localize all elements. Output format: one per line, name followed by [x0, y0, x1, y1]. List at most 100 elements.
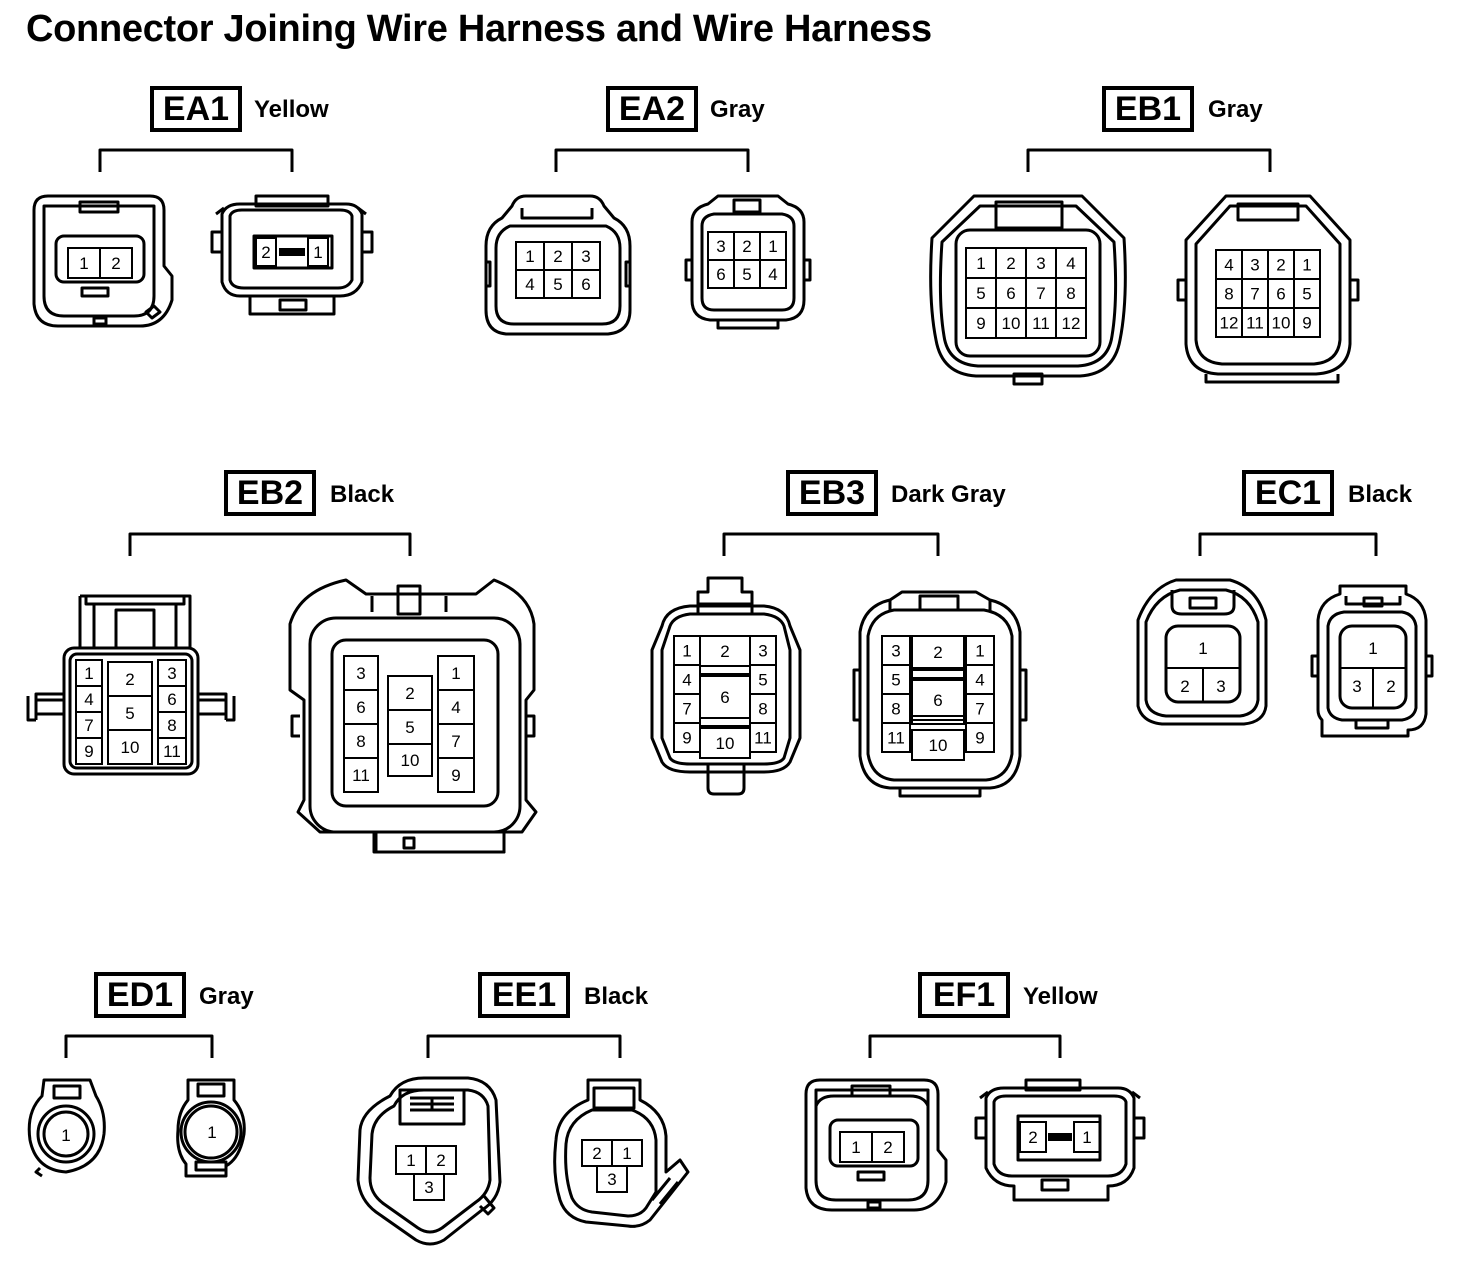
eb3-male-pin-4-label: 4 — [975, 671, 984, 690]
ea2-female-pin-6-label: 6 — [581, 275, 590, 294]
eb2-female-pin-8: 8 — [157, 711, 187, 739]
connector-code-ee1: EE1 — [478, 972, 570, 1018]
ef1-male-pin-2-label: 2 — [1028, 1128, 1037, 1147]
eb1-female-pin-6: 6 — [995, 277, 1027, 309]
eb1-male-pin-8: 8 — [1215, 278, 1243, 309]
eb2-female-pin-6: 6 — [157, 685, 187, 713]
eb1-male-pin-2: 2 — [1267, 249, 1295, 280]
connector-code-eb3: EB3 — [786, 470, 878, 516]
eb2-male-pin-6: 6 — [343, 689, 379, 725]
eb1-female-pin-12: 12 — [1055, 307, 1087, 339]
ea1-male-pin-1: 1 — [307, 237, 329, 267]
eb1-female-pin-12-label: 12 — [1062, 314, 1081, 333]
eb2-male-pin-2: 2 — [387, 675, 433, 711]
connector-eb3-female — [650, 576, 802, 796]
eb3-female-pin-9: 9 — [673, 722, 701, 753]
eb3-male-pin-1-label: 1 — [975, 642, 984, 661]
eb1-female-pin-4: 4 — [1055, 247, 1087, 279]
eb1-female-pin-5: 5 — [965, 277, 997, 309]
connector-ea1-female — [32, 194, 174, 328]
eb1-female-pin-3-label: 3 — [1036, 254, 1045, 273]
ec1-male-pin-1: 1 — [1368, 639, 1377, 658]
ee1-male-pin-3-label: 3 — [607, 1170, 616, 1189]
ea1-female-pin-1: 1 — [67, 247, 101, 279]
ea2-female-pin-5: 5 — [543, 269, 573, 299]
eb1-female-pin-2: 2 — [995, 247, 1027, 279]
ea2-male-pin-2-label: 2 — [742, 237, 751, 256]
connector-ef1-male — [974, 1078, 1146, 1202]
connector-color-ec1: Black — [1348, 481, 1413, 508]
ee1-male-pin-3: 3 — [596, 1165, 628, 1193]
eb3-male-pin-5-label: 5 — [891, 671, 900, 690]
ea2-male-pin-4: 4 — [759, 259, 787, 289]
eb3-male-pin-9-label: 9 — [975, 729, 984, 748]
eb1-female-pin-7: 7 — [1025, 277, 1057, 309]
connector-code-ec1: EC1 — [1242, 470, 1334, 516]
ea1-male-pin-1-label: 1 — [313, 243, 322, 262]
eb1-male-pin-12-label: 12 — [1220, 314, 1239, 333]
page-title: Connector Joining Wire Harness and Wire … — [26, 8, 932, 50]
ea2-male-pin-6: 6 — [707, 259, 735, 289]
ea2-female-pin-1: 1 — [515, 241, 545, 271]
eb3-male-pin-1: 1 — [965, 635, 995, 666]
connector-eb3-male — [852, 590, 1028, 798]
ec1-male-divider — [1340, 667, 1406, 708]
connector-ed1-female — [27, 1078, 106, 1178]
connector-ec1-male — [1310, 584, 1434, 738]
eb2-female-pin-7-label: 7 — [84, 716, 93, 735]
ea1-male-pin-2-label: 2 — [261, 243, 270, 262]
eb3-male-pin-8: 8 — [881, 693, 911, 724]
eb1-male-pin-7: 7 — [1241, 278, 1269, 309]
eb1-male-pin-11-label: 11 — [1246, 314, 1264, 333]
eb2-male-pin-4: 4 — [437, 689, 475, 725]
connector-color-ef1: Yellow — [1023, 983, 1098, 1010]
eb1-male-pin-10-label: 10 — [1272, 314, 1291, 333]
eb1-male-pin-6-label: 6 — [1276, 285, 1285, 304]
eb1-female-pin-7-label: 7 — [1036, 284, 1045, 303]
bracket-ee1 — [426, 1034, 622, 1058]
eb3-female-pin-6: 6 — [699, 675, 751, 719]
eb1-male-pin-5-label: 5 — [1302, 285, 1311, 304]
eb2-female-pin-9-label: 9 — [84, 742, 93, 761]
eb2-female-pin-5: 5 — [107, 695, 153, 731]
ea2-female-pin-4: 4 — [515, 269, 545, 299]
ea2-male-pin-5-label: 5 — [742, 265, 751, 284]
ea2-female-pin-6: 6 — [571, 269, 601, 299]
connector-color-ea2: Gray — [710, 96, 765, 123]
eb3-female-pin-4: 4 — [673, 664, 701, 695]
connector-code-ea1: EA1 — [150, 86, 242, 132]
eb2-female-pin-6-label: 6 — [167, 690, 176, 709]
connector-eb2-female — [26, 594, 236, 776]
ef1-female-pin-1-label: 1 — [851, 1138, 860, 1157]
eb3-female-pin-6-label: 6 — [720, 688, 729, 707]
connector-code-ef1: EF1 — [918, 972, 1010, 1018]
eb1-female-pin-10-label: 10 — [1002, 314, 1021, 333]
eb3-female-pin-11-label: 11 — [754, 729, 772, 748]
eb1-female-pin-3: 3 — [1025, 247, 1057, 279]
ea2-female-pin-1-label: 1 — [525, 247, 534, 266]
connector-eb2-male — [288, 578, 538, 854]
ed1-female-pin-1: 1 — [61, 1126, 70, 1145]
connector-ed1-male — [176, 1078, 246, 1178]
ea2-female-pin-4-label: 4 — [525, 275, 534, 294]
eb1-female-pin-9: 9 — [965, 307, 997, 339]
eb2-female-pin-2-label: 2 — [125, 670, 134, 689]
eb1-male-pin-7-label: 7 — [1250, 285, 1259, 304]
eb2-female-pin-4: 4 — [75, 685, 103, 713]
ea2-male-pin-5: 5 — [733, 259, 761, 289]
connector-ee1-male — [553, 1078, 690, 1228]
eb3-female-pin-5-label: 5 — [758, 671, 767, 690]
eb2-male-pin-5: 5 — [387, 709, 433, 745]
eb2-female-pin-1-label: 1 — [84, 664, 93, 683]
connector-eb1-male — [1176, 194, 1360, 384]
ee1-female-pin-1-label: 1 — [406, 1151, 415, 1170]
eb3-male-pin-3: 3 — [881, 635, 911, 666]
eb1-female-pin-10: 10 — [995, 307, 1027, 339]
eb3-male-pin-10-label: 10 — [929, 736, 948, 755]
eb1-female-pin-2-label: 2 — [1006, 254, 1015, 273]
eb1-male-pin-10: 10 — [1267, 307, 1295, 338]
eb3-female-pin-8: 8 — [749, 693, 777, 724]
ea1-male-key — [279, 248, 305, 256]
eb1-male-pin-11: 11 — [1241, 307, 1269, 338]
